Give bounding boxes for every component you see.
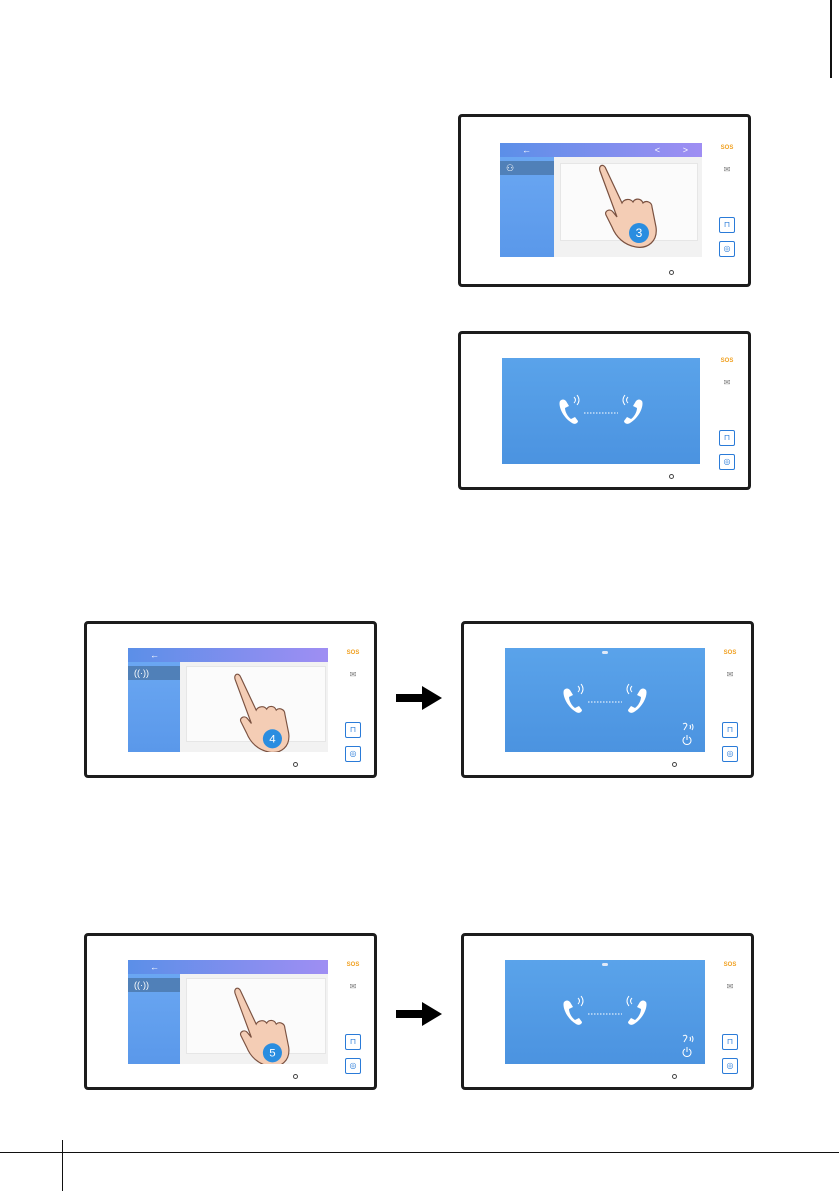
message-icon[interactable]: ✉ (719, 378, 735, 387)
menu-screen: ← < > ⚇ 3 (500, 143, 702, 257)
back-arrow-icon[interactable]: ← (150, 648, 159, 662)
monitor-icon[interactable]: ◎ (719, 454, 735, 470)
monitor-icon[interactable]: ◎ (719, 241, 735, 257)
sidebar-item-intercom[interactable]: ((·)) (128, 978, 180, 992)
side-buttons: SOS ✉ ⊓ ◎ (722, 650, 742, 770)
sidebar-item-contacts[interactable]: ⚇ (500, 161, 554, 175)
back-arrow-icon[interactable]: ← (150, 960, 159, 974)
talk-icon[interactable] (681, 1034, 697, 1044)
unlock-icon[interactable]: ⊓ (722, 722, 738, 738)
unlock-icon[interactable]: ⊓ (345, 1034, 361, 1050)
phone-handset-icon (564, 1001, 647, 1025)
sos-icon[interactable]: SOS (722, 962, 738, 968)
unlock-icon[interactable]: ⊓ (722, 1034, 738, 1050)
monitor-step-3: ← < > ⚇ 3 SOS ✉ ⊓ ◎ (458, 114, 751, 287)
step-badge: 4 (269, 734, 276, 746)
unlock-icon[interactable]: ⊓ (719, 217, 735, 233)
menu-topbar: ← (128, 648, 328, 662)
message-icon[interactable]: ✉ (719, 165, 735, 174)
side-buttons: SOS ✉ ⊓ ◎ (345, 650, 365, 770)
user-icon: ⚇ (506, 163, 514, 173)
message-icon[interactable]: ✉ (722, 670, 738, 679)
monitor-icon[interactable]: ◎ (345, 746, 361, 762)
status-led (293, 1074, 298, 1079)
sos-icon[interactable]: SOS (722, 650, 738, 656)
call-controls (681, 720, 697, 746)
side-buttons: SOS ✉ ⊓ ◎ (345, 962, 365, 1082)
right-arrow-icon (396, 1002, 442, 1026)
status-led (669, 474, 674, 479)
message-icon[interactable]: ✉ (722, 982, 738, 991)
message-icon[interactable]: ✉ (345, 670, 361, 679)
menu-screen: ← ((·)) 4 (128, 648, 328, 752)
phone-handset-icon (564, 689, 647, 713)
sos-icon[interactable]: SOS (345, 962, 361, 968)
status-led (672, 1074, 677, 1079)
side-buttons: SOS ✉ ⊓ ◎ (719, 358, 739, 478)
intercom-icon: ((·)) (134, 668, 149, 678)
monitor-calling: SOS ✉ ⊓ ◎ (458, 331, 751, 490)
intercom-icon: ((·)) (134, 980, 149, 990)
call-connecting-graphic (556, 393, 646, 429)
sos-icon[interactable]: SOS (345, 650, 361, 656)
hangup-icon[interactable] (681, 734, 693, 746)
message-icon[interactable]: ✉ (345, 982, 361, 991)
pointing-hand-icon: 3 (586, 161, 666, 251)
camera-indicator (602, 963, 608, 966)
side-buttons: SOS ✉ ⊓ ◎ (719, 145, 739, 265)
talk-icon[interactable] (681, 722, 697, 732)
monitor-icon[interactable]: ◎ (722, 746, 738, 762)
menu-sidebar: ((·)) (128, 662, 180, 752)
pointing-hand-icon: 4 (220, 670, 300, 752)
menu-topbar: ← < > (500, 143, 702, 157)
call-connecting-graphic (560, 994, 650, 1030)
monitor-intercom-talking-2: SOS ✉ ⊓ ◎ (461, 933, 754, 1090)
monitor-step-4: ← ((·)) 4 SOS ✉ ⊓ ◎ (84, 621, 377, 778)
call-screen (505, 648, 705, 752)
status-led (669, 270, 674, 275)
side-buttons: SOS ✉ ⊓ ◎ (722, 962, 742, 1082)
unlock-icon[interactable]: ⊓ (719, 430, 735, 446)
hangup-icon[interactable] (681, 1046, 693, 1058)
call-screen (505, 960, 705, 1064)
status-led (672, 762, 677, 767)
pointing-hand-icon: 5 (220, 984, 300, 1064)
menu-screen: ← ((·)) 5 (128, 960, 328, 1064)
next-page-icon[interactable]: > (683, 143, 688, 157)
footer-margin-rule (62, 1140, 63, 1191)
camera-indicator (602, 651, 608, 654)
step-badge: 5 (269, 1048, 275, 1060)
back-arrow-icon[interactable]: ← (522, 143, 531, 157)
menu-topbar: ← (128, 960, 328, 974)
monitor-icon[interactable]: ◎ (722, 1058, 738, 1074)
sos-icon[interactable]: SOS (719, 145, 735, 151)
right-arrow-icon (396, 686, 442, 710)
monitor-step-5: ← ((·)) 5 SOS ✉ ⊓ ◎ (84, 933, 377, 1090)
menu-sidebar: ((·)) (128, 974, 180, 1064)
status-led (293, 762, 298, 767)
monitor-icon[interactable]: ◎ (345, 1058, 361, 1074)
call-controls (681, 1032, 697, 1058)
prev-page-icon[interactable]: < (655, 143, 660, 157)
monitor-intercom-talking: SOS ✉ ⊓ ◎ (461, 621, 754, 778)
unlock-icon[interactable]: ⊓ (345, 722, 361, 738)
phone-handset-icon (560, 400, 643, 424)
footer-rule (0, 1152, 839, 1153)
sidebar-item-intercom[interactable]: ((·)) (128, 666, 180, 680)
cut-line (830, 0, 832, 78)
sos-icon[interactable]: SOS (719, 358, 735, 364)
step-badge: 3 (636, 226, 643, 240)
call-screen (502, 358, 700, 464)
call-connecting-graphic (560, 682, 650, 718)
menu-sidebar: ⚇ (500, 157, 554, 257)
